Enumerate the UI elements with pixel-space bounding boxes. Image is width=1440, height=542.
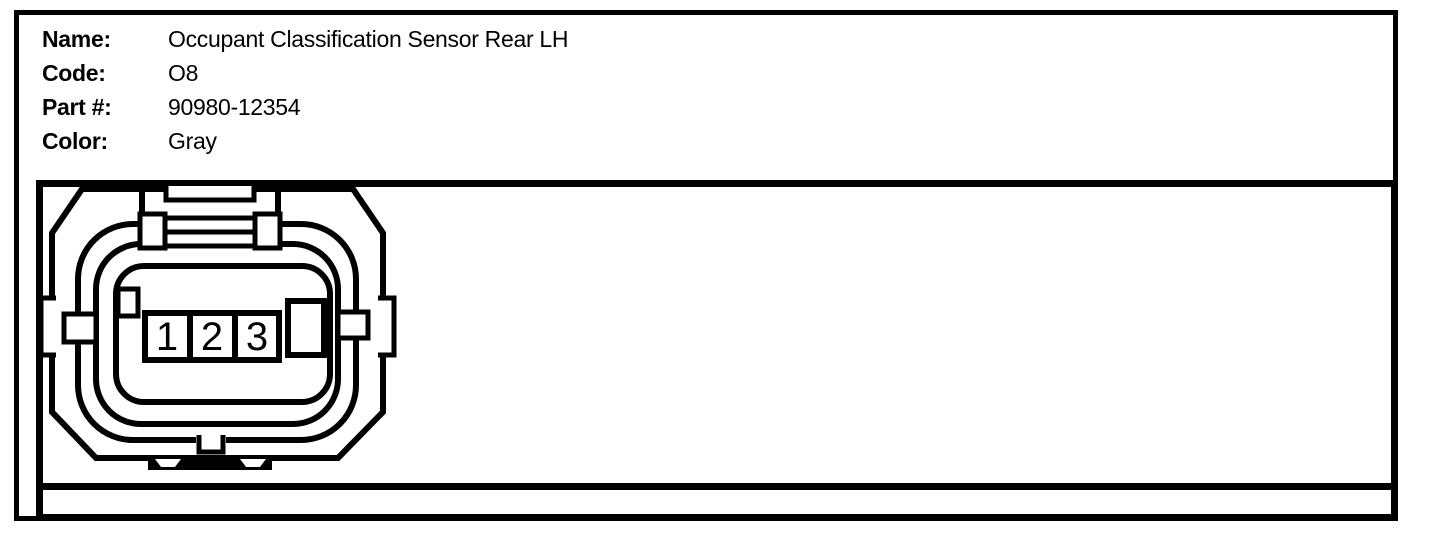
connector-figure-frame: Name: Occupant Classification Sensor Rea… [14, 10, 1398, 521]
name-value: Occupant Classification Sensor Rear LH [168, 26, 569, 52]
info-row-code: Code: O8 [42, 56, 568, 90]
connector-bottom-feet [148, 455, 272, 470]
code-value: O8 [168, 60, 199, 86]
connector-keying-notch [115, 286, 141, 319]
part-number-label: Part #: [42, 94, 112, 120]
part-number-value: 90980-12354 [168, 94, 301, 120]
code-label: Code: [42, 60, 106, 86]
pin-2-number: 2 [201, 315, 223, 359]
info-row-color: Color: Gray [42, 124, 568, 158]
connector-bottom-index-tab [196, 434, 226, 455]
connector-info-block: Name: Occupant Classification Sensor Rea… [42, 22, 569, 158]
color-label: Color: [42, 128, 108, 154]
info-row-part-number: Part #: 90980-12354 [42, 90, 568, 124]
color-value: Gray [168, 128, 217, 154]
connector-left-wing [38, 295, 99, 358]
info-row-name: Name: Occupant Classification Sensor Rea… [42, 22, 569, 56]
name-label: Name: [42, 26, 111, 52]
connector-drawing: 1 2 3 [38, 186, 397, 470]
pin-3-number: 3 [246, 315, 268, 359]
connector-lock-tab [137, 186, 283, 251]
connector-diagram-box: 1 2 3 [36, 180, 1398, 521]
connector-blank-cavity [285, 298, 327, 358]
connector-pin-block: 1 2 3 [142, 310, 282, 363]
pin-1-number: 1 [156, 315, 178, 359]
connector-right-wing [335, 295, 397, 358]
diagram-divider-line [43, 483, 1391, 490]
